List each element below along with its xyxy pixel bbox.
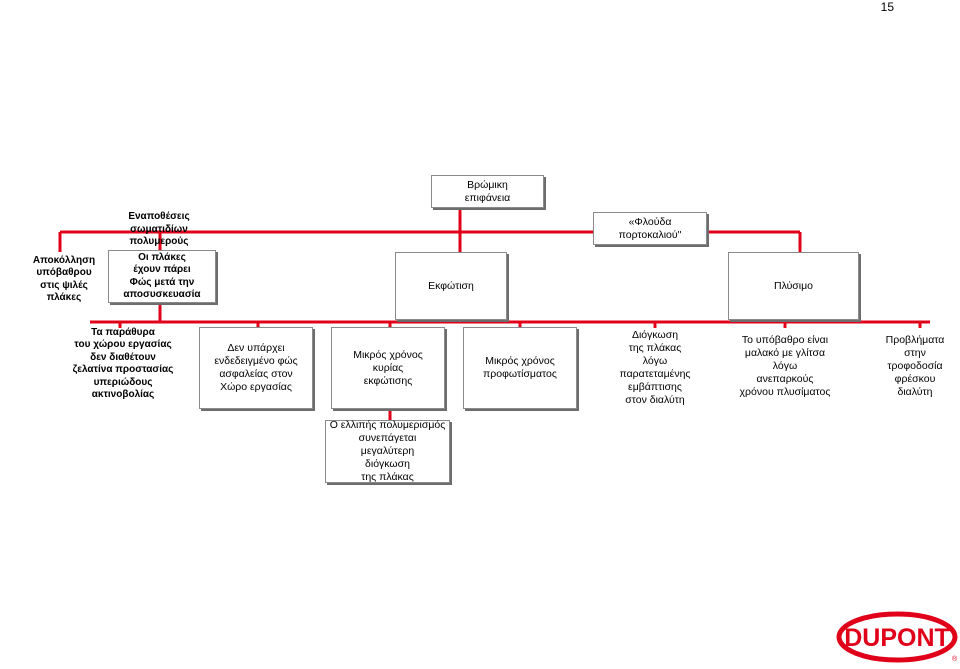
node-incomplete-polymerization: Ο ελλιπής πολυμερισμός συνεπάγεται μεγαλ… xyxy=(325,419,450,483)
node-plates-light: Οι πλάκες έχουν πάρει Φώς μετά την αποσυ… xyxy=(108,250,216,303)
node-exposure: Εκφώτιση xyxy=(395,252,507,320)
node-root: Βρώμικη επιφάνεια xyxy=(431,175,544,208)
node-short-main: Μικρός χρόνος κυρίας εκφώτισης xyxy=(331,327,445,409)
svg-text:®: ® xyxy=(952,655,958,663)
node-orange-peel: «Φλούδα πορτοκαλιού" xyxy=(593,212,707,245)
node-soft-substrate: Το υπόβαθρο είναι μαλακό με γλίτσα λόγω … xyxy=(739,333,831,398)
node-feed-problems: Προβλήματα στην τροφοδοσία φρέσκου διαλύ… xyxy=(885,333,945,398)
node-short-pre: Μικρός χρόνος προφωτίσματος xyxy=(463,327,577,409)
node-particles: Εναποθέσεις σωματιδίων πολυμερούς xyxy=(128,211,190,248)
dupont-oval-logo-icon: DUPONT ® xyxy=(836,611,958,663)
node-washing: Πλύσιμο xyxy=(728,252,859,320)
node-windows: Τα παράθυρα του χώρου εργασίας δεν διαθέ… xyxy=(72,326,174,401)
page-number: 15 xyxy=(880,0,894,14)
logo-text: DUPONT xyxy=(844,624,950,652)
node-adhesion: Αποκόλληση υπόβαθρου στις ψιλές πλάκες xyxy=(32,254,96,304)
node-safe-light: Δεν υπάρχει ενδεδειγμένο φώς ασφαλείας σ… xyxy=(199,327,313,409)
node-swelling: Διόγκωση της πλάκας λόγω παρατεταμένης ε… xyxy=(619,329,691,406)
